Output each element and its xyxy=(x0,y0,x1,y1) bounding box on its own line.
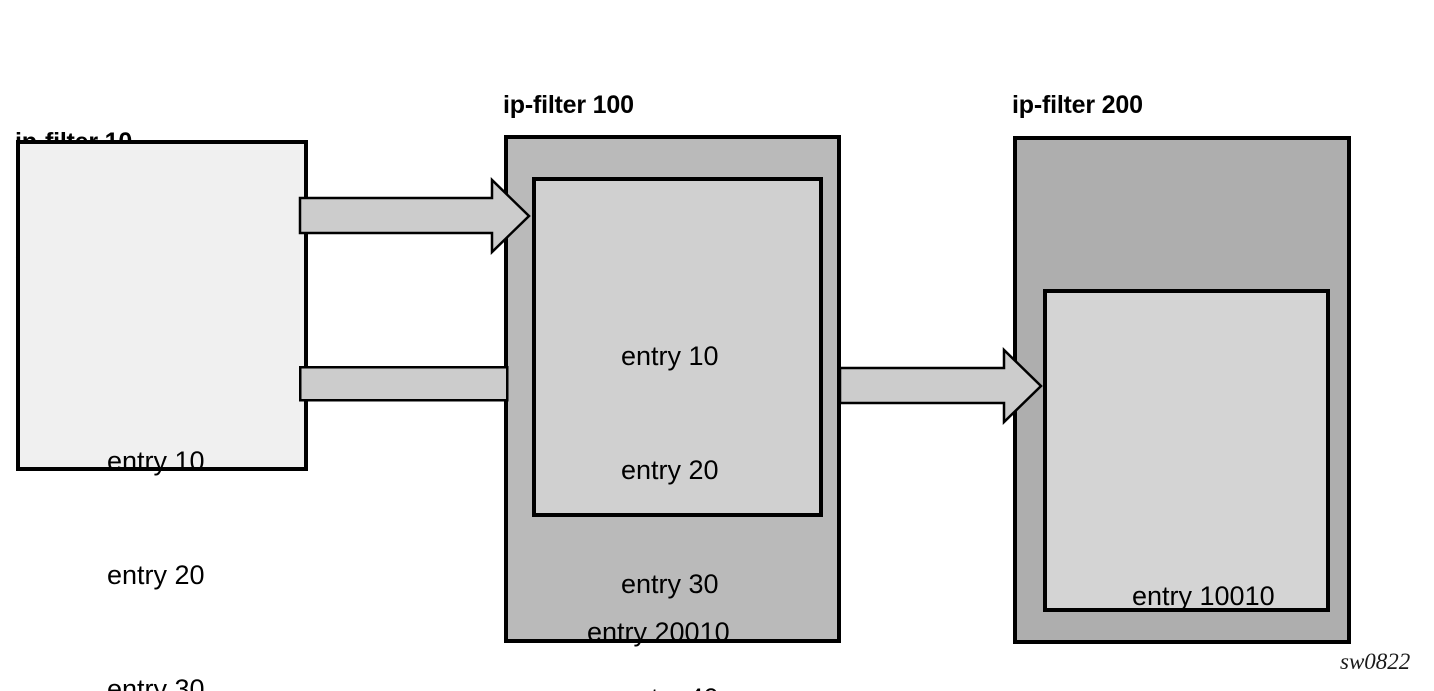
entry-item: entry 30 xyxy=(621,569,719,599)
embedded-region-ip-filter-100: entry 10 entry 20 entry 30 entry 40 xyxy=(532,177,823,691)
bar-embedded-to-filter-100 xyxy=(299,366,509,402)
filter-box-ip-filter-10: entry 10 entry 20 entry 30 entry 40 xyxy=(16,140,308,691)
entry-list-embedded-in-100: entry 10 entry 20 entry 30 entry 40 xyxy=(621,261,719,691)
entry-list-embedded: entry 10 entry 20 entry 30 entry 40 xyxy=(107,366,205,691)
figure-id-label: sw0822 xyxy=(1340,649,1411,674)
title-line: ip-filter 100 xyxy=(503,91,634,119)
entry-item: entry 10010 xyxy=(1132,581,1275,611)
entry-item: entry 30 xyxy=(107,674,205,691)
entry-item: entry 20 xyxy=(621,455,719,485)
filter-box-ip-filter-100: entry 10 entry 20 entry 30 entry 40 entr… xyxy=(504,135,841,691)
filter-box-ip-filter-200: entry 100 entry 110 entry 10010 entry 10… xyxy=(1013,136,1351,644)
title-line: ip-filter 200 xyxy=(1012,91,1143,119)
entry-list-embedded-in-200: entry 10010 entry 10020 entry 10030 entr… xyxy=(1132,501,1275,691)
entry-item: entry 20 xyxy=(107,560,205,590)
entry-item: entry 40 xyxy=(621,679,719,691)
entry-list-own-100: entry 20010 entry 20020 xyxy=(587,537,730,691)
entry-item: entry 10 xyxy=(621,341,719,371)
arrow-filter-100-to-filter-200 xyxy=(838,347,1043,425)
entry-item: entry 10 xyxy=(107,446,205,476)
arrow-embedded-to-filter-100 xyxy=(298,177,531,255)
embedded-region-ip-filter-200: entry 10010 entry 10020 entry 10030 entr… xyxy=(1043,289,1330,612)
entry-item: entry 20010 xyxy=(587,617,730,647)
